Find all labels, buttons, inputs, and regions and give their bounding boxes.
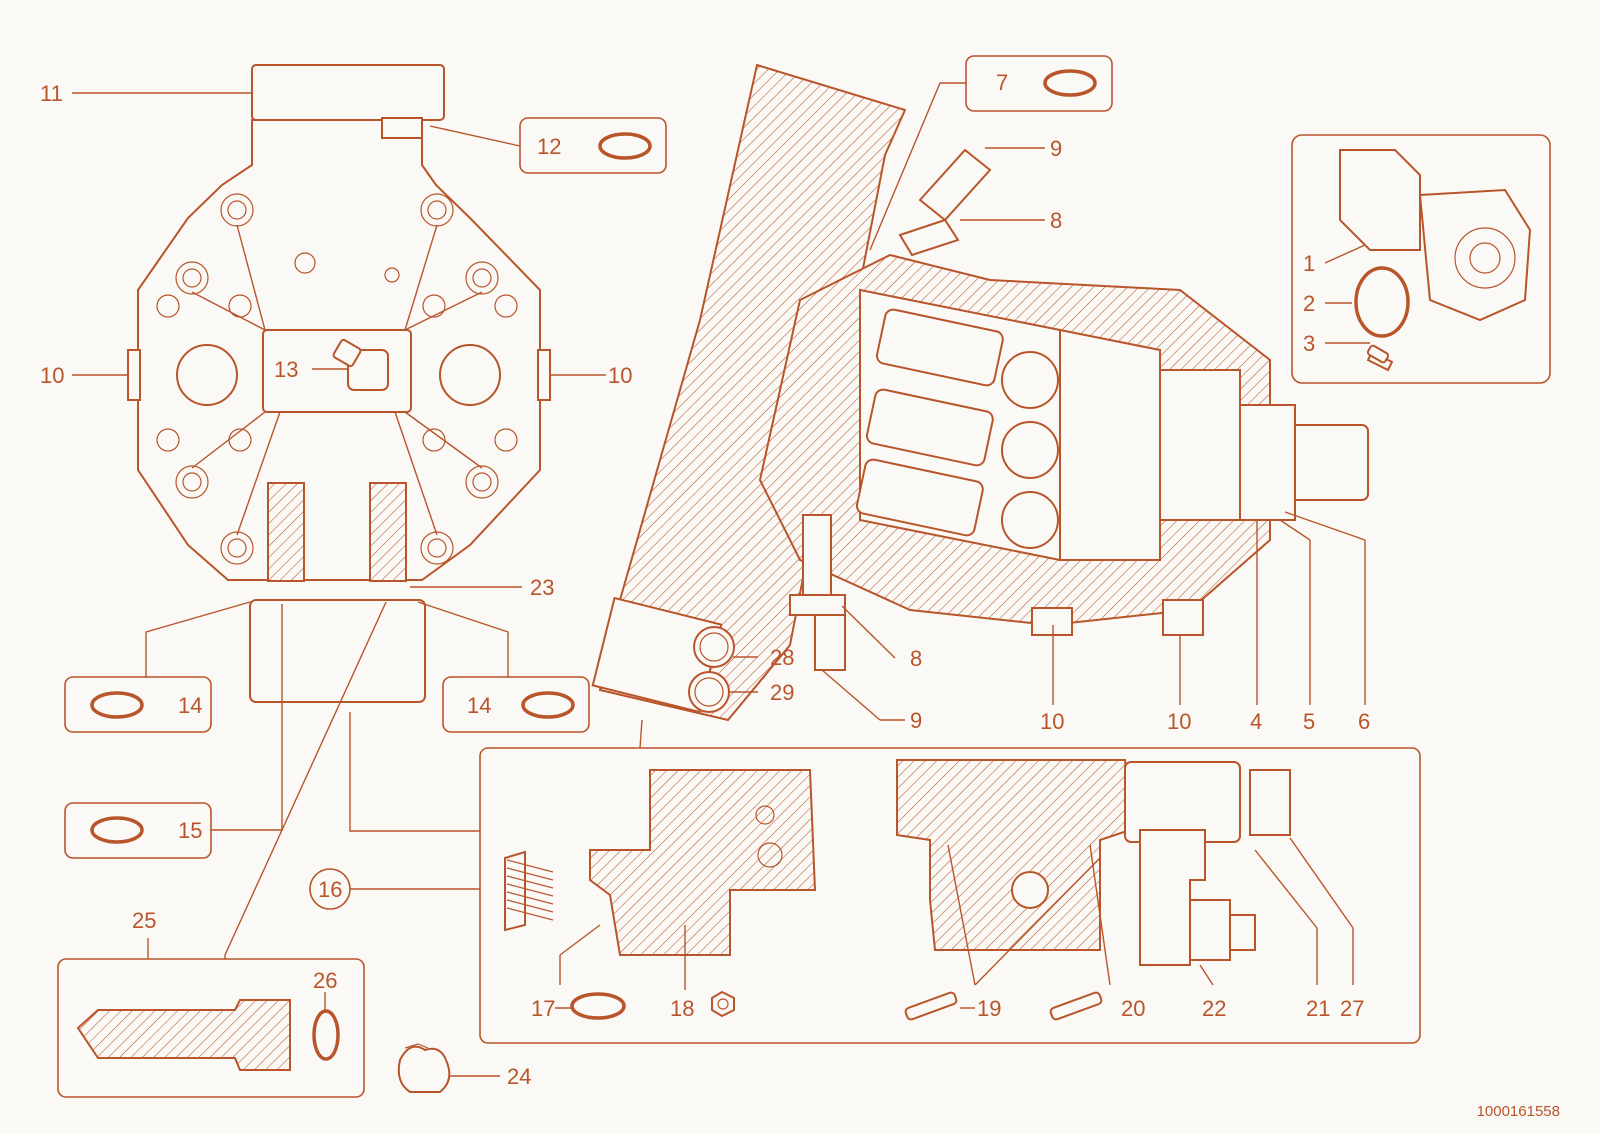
callout-25: 25 [132, 908, 156, 933]
callout-28: 28 [770, 645, 794, 670]
callout-10-right: 10 [608, 363, 632, 388]
callout-labels: 1 2 3 4 5 6 7 8 8 9 9 10 10 10 10 11 12 … [40, 70, 1370, 1089]
document-number: 1000161558 [1476, 1103, 1560, 1120]
pump-section-view [591, 63, 1369, 722]
callout-11: 11 [40, 81, 63, 106]
callout-22: 22 [1202, 996, 1226, 1021]
callout-23: 23 [530, 575, 554, 600]
control-valve-box [479, 747, 1421, 1044]
callout-10-bottom-b: 10 [1167, 709, 1191, 734]
callout-29: 29 [770, 680, 794, 705]
callout-6: 6 [1358, 709, 1370, 734]
pump-front-view [127, 64, 551, 703]
callout-13: 13 [274, 357, 298, 382]
callout-8-lower: 8 [910, 646, 922, 671]
boxed-labels [64, 55, 1113, 910]
callout-4: 4 [1250, 709, 1262, 734]
callout-24: 24 [507, 1064, 531, 1089]
callout-17: 17 [531, 996, 555, 1021]
cartridge-box [57, 958, 451, 1098]
callout-9-lower: 9 [910, 708, 922, 733]
callout-21: 21 [1306, 996, 1330, 1021]
callout-19: 19 [977, 996, 1001, 1021]
callout-9-upper: 9 [1050, 136, 1062, 161]
callout-14-left: 14 [178, 693, 202, 718]
callout-10-bottom-a: 10 [1040, 709, 1064, 734]
callout-18: 18 [670, 996, 694, 1021]
callout-5: 5 [1303, 709, 1315, 734]
callout-1: 1 [1303, 251, 1315, 276]
callout-3: 3 [1303, 331, 1315, 356]
callout-12: 12 [537, 134, 561, 159]
callout-20: 20 [1121, 996, 1145, 1021]
assembly-inset [1291, 134, 1551, 384]
callout-26: 26 [313, 968, 337, 993]
callout-10-left: 10 [40, 363, 64, 388]
callout-27: 27 [1340, 996, 1364, 1021]
callout-16: 16 [318, 877, 342, 902]
callout-14-right: 14 [467, 693, 491, 718]
callout-8-upper: 8 [1050, 208, 1062, 233]
callout-15: 15 [178, 818, 202, 843]
leader-lines [72, 82, 1370, 1077]
callout-7: 7 [996, 70, 1008, 95]
callout-2: 2 [1303, 291, 1315, 316]
